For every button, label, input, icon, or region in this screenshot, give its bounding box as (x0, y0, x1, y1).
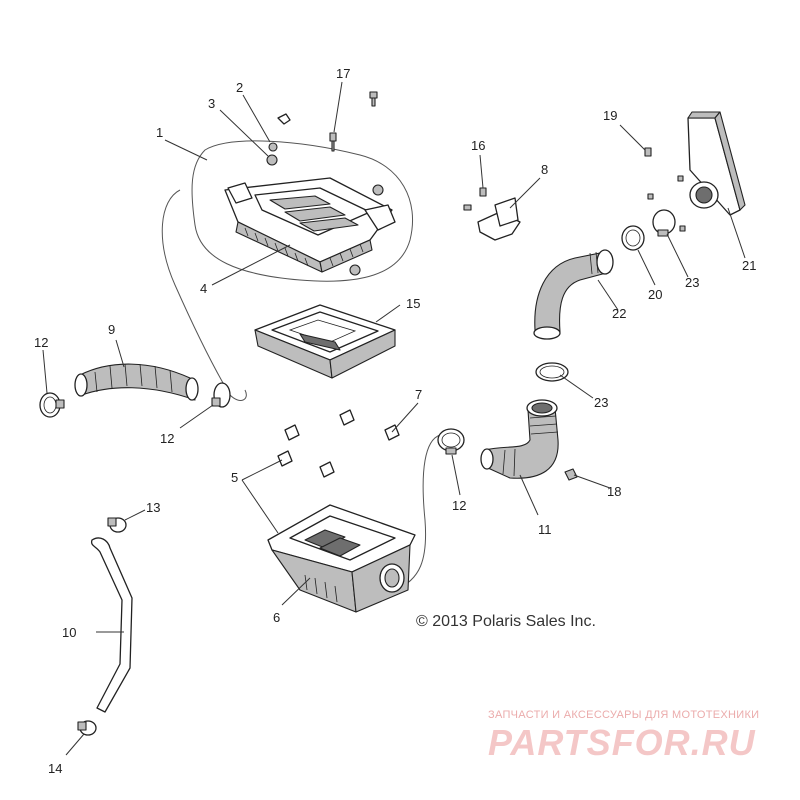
intake-duct-9[interactable] (74, 363, 199, 401)
callout-14: 14 (48, 761, 62, 776)
callout-19: 19 (603, 108, 617, 123)
callout-16: 16 (471, 138, 485, 153)
airbox-base[interactable] (267, 504, 416, 613)
screw-bracket[interactable] (463, 204, 472, 211)
clamp-20[interactable] (621, 225, 645, 251)
grommet-3[interactable] (266, 154, 278, 166)
clamp-12-left[interactable] (39, 392, 65, 418)
callout-3: 3 (208, 96, 215, 111)
callout-15: 15 (406, 296, 420, 311)
fastener-18[interactable] (564, 468, 578, 481)
airbox-cover[interactable] (224, 177, 396, 273)
copyright-notice: © 2013 Polaris Sales Inc. (416, 613, 596, 630)
clamp-23-lower[interactable] (535, 362, 569, 382)
callout-5: 5 (231, 470, 238, 485)
callout-22: 22 (612, 306, 626, 321)
intake-snorkel-21[interactable] (687, 111, 746, 216)
callout-20: 20 (648, 287, 662, 302)
hose-routing-outline (161, 189, 247, 401)
callout-2: 2 (236, 80, 243, 95)
grommet-cover-right[interactable] (372, 184, 384, 196)
screw-snorkel-c[interactable] (677, 175, 684, 182)
clip-group-7[interactable] (339, 409, 400, 441)
bracket-8[interactable] (477, 197, 521, 241)
callout-18: 18 (607, 484, 621, 499)
callout-10: 10 (62, 625, 76, 640)
leader-lines (42, 81, 746, 756)
callout-21: 21 (742, 258, 756, 273)
watermark-logo: PARTSFOR.RU (488, 722, 756, 763)
callout-4: 4 (200, 281, 207, 296)
watermark: ЗАПЧАСТИ И АКСЕССУАРЫ ДЛЯ МОТОТЕХНИКИ PA… (488, 709, 759, 763)
callout-12-middle: 12 (452, 498, 466, 513)
callout-23-upper: 23 (685, 275, 699, 290)
clamp-14[interactable] (77, 720, 97, 736)
callout-23-lower: 23 (594, 395, 608, 410)
clamp-12-right[interactable] (211, 382, 231, 408)
callout-17: 17 (336, 66, 350, 81)
cover-assembly-outline (191, 140, 414, 282)
clamp-13[interactable] (107, 517, 127, 533)
elbow-duct-11[interactable] (480, 399, 559, 479)
clamp-23-upper[interactable] (652, 209, 676, 237)
grommet-2[interactable] (268, 142, 278, 152)
screw-16[interactable] (479, 187, 487, 197)
screw-snorkel-a[interactable] (647, 193, 654, 200)
clamp-12-middle[interactable] (437, 428, 465, 455)
callout-12-right: 12 (160, 431, 174, 446)
hose-routing-outline-2 (394, 434, 441, 591)
screw-top[interactable] (369, 91, 378, 107)
screw-snorkel-b[interactable] (679, 225, 686, 232)
callout-numbers: 1 2 3 4 5 6 7 8 9 10 11 12 12 12 13 14 1… (34, 66, 756, 776)
callout-1: 1 (156, 125, 163, 140)
callout-8: 8 (541, 162, 548, 177)
callout-13: 13 (146, 500, 160, 515)
screw-19[interactable] (644, 147, 652, 157)
callout-11: 11 (538, 522, 552, 537)
callout-12-left: 12 (34, 335, 48, 350)
air-filter[interactable] (254, 304, 396, 379)
callout-9: 9 (108, 322, 115, 337)
cover-clip[interactable] (277, 113, 291, 125)
callout-7: 7 (415, 387, 422, 402)
clip-group-5[interactable] (277, 424, 335, 478)
callout-6: 6 (273, 610, 280, 625)
drain-tube-10[interactable] (90, 537, 133, 713)
intake-tube-22[interactable] (533, 249, 614, 340)
screw-17[interactable] (329, 132, 337, 152)
grommet-cover-bottom[interactable] (349, 264, 361, 276)
watermark-tagline: ЗАПЧАСТИ И АКСЕССУАРЫ ДЛЯ МОТОТЕХНИКИ (488, 709, 759, 721)
